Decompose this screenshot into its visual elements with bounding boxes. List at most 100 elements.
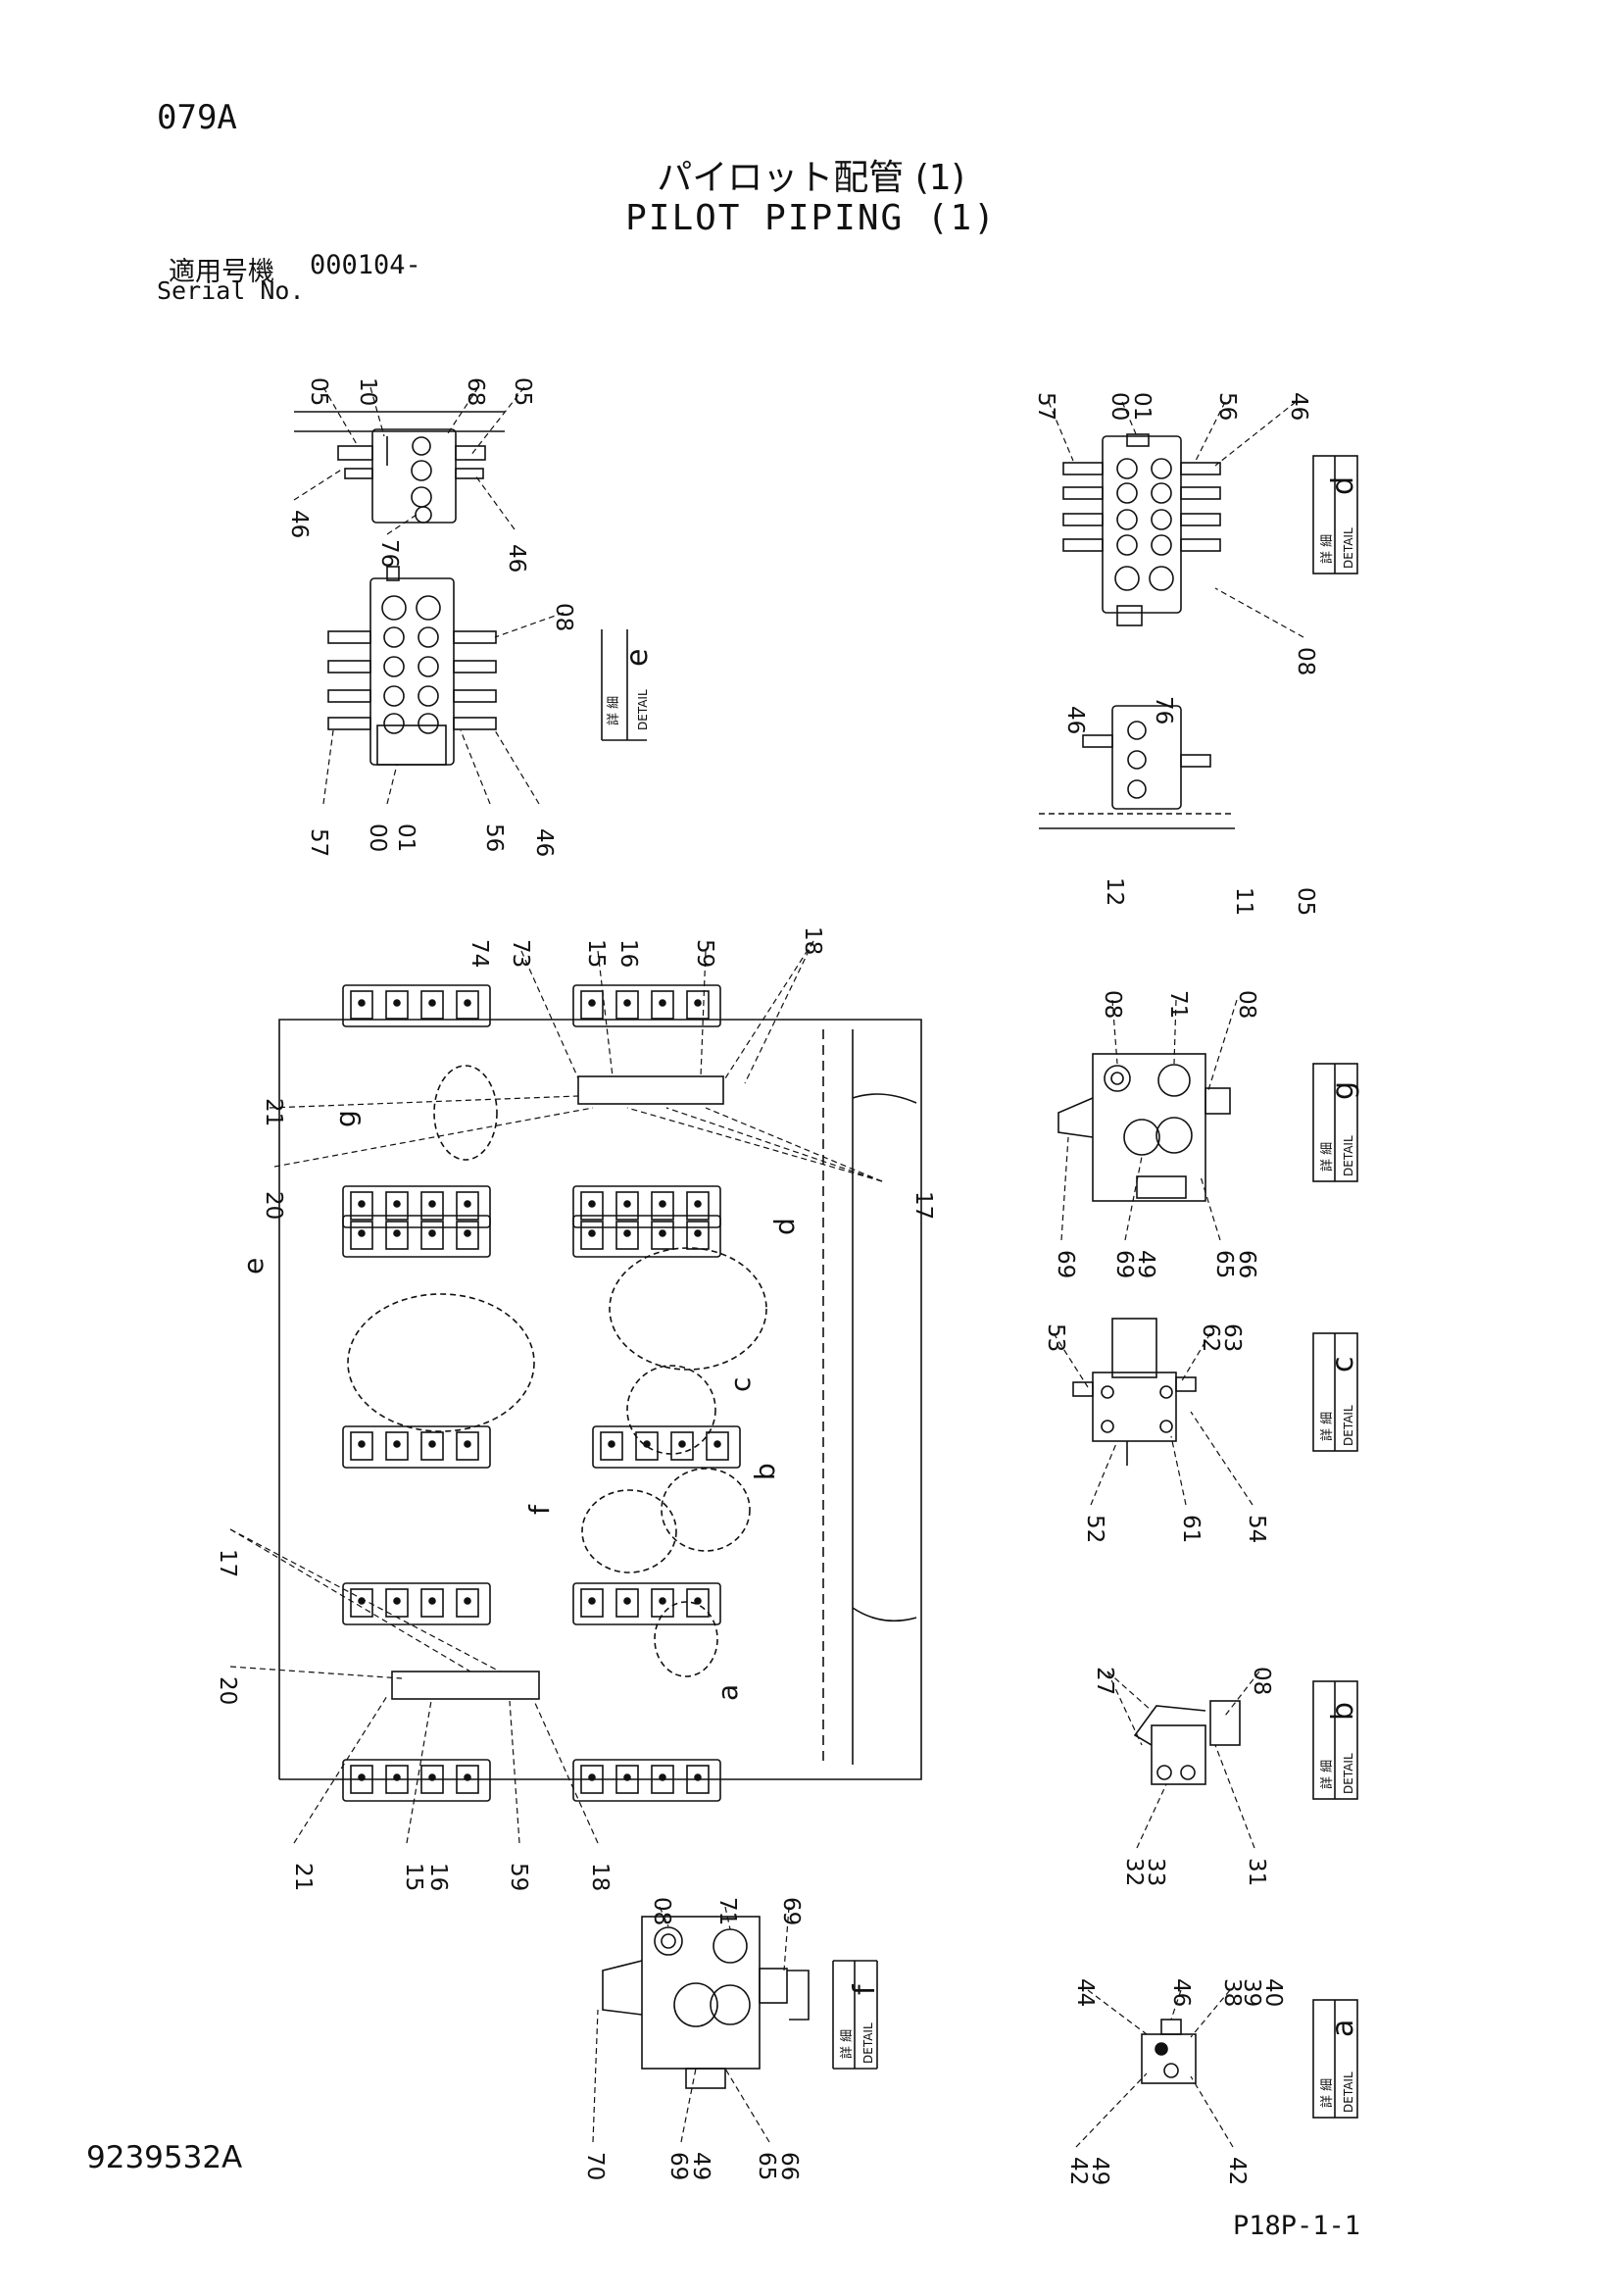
- page-reference: P18P-1-1: [1233, 2211, 1361, 2241]
- detail-e-en: DETAIL: [636, 689, 650, 730]
- detail-f-jp: 詳 細: [839, 2029, 855, 2059]
- document-number: 9239532A: [86, 2140, 243, 2175]
- callout-a_view-7: 42: [1224, 2157, 1250, 2185]
- detail-b-valve: [1133, 1700, 1241, 1785]
- callout-c_view-1: 62: [1198, 1323, 1223, 1352]
- callout-g_view-6: 65: [1211, 1250, 1237, 1278]
- callout-g_view-5: 49: [1133, 1250, 1158, 1278]
- detail-b-letter: b: [1326, 1702, 1360, 1721]
- callout-b_view-3: 33: [1143, 1858, 1168, 1886]
- callout-a_view-1: 46: [1168, 1978, 1194, 2007]
- circle-label-a: a: [712, 1684, 744, 1701]
- callout-d_view-5: 08: [1293, 647, 1318, 675]
- callout-side_view-0: 46: [1062, 706, 1088, 734]
- callout-e_view-3: 01: [393, 824, 418, 852]
- callout-d_view-4: 46: [1286, 392, 1311, 421]
- callout-f_view-1: 71: [714, 1897, 740, 1925]
- page-code: 079A: [157, 98, 237, 137]
- detail-box-d: 詳 細 DETAIL d: [1312, 455, 1360, 574]
- detail-e-jp: 詳 細: [606, 696, 621, 725]
- callout-f_view-3: 70: [582, 2152, 608, 2180]
- serial-label-english: Serial No.: [157, 276, 305, 305]
- detail-b-en: DETAIL: [1342, 1753, 1355, 1794]
- callout-e_view-1: 57: [306, 828, 331, 857]
- callout-c_view-3: 52: [1082, 1515, 1107, 1543]
- callout-main_bottom-0: 17: [215, 1549, 240, 1577]
- detail-box-a: 詳 細 DETAIL a: [1312, 1999, 1360, 2119]
- callout-e_view-0: 08: [551, 603, 576, 631]
- callout-d_view-0: 57: [1033, 392, 1058, 421]
- detail-c-valve: [1072, 1318, 1197, 1466]
- serial-value: 000104-: [310, 250, 421, 280]
- detail-box-b: 詳 細 DETAIL b: [1312, 1680, 1360, 1800]
- callout-main_top-6: 21: [261, 1098, 286, 1126]
- side-valve-view: [1039, 705, 1235, 829]
- callout-a_view-4: 40: [1260, 1978, 1286, 2007]
- callout-main_bottom-3: 15: [401, 1863, 426, 1891]
- detail-a-valve: [1141, 2019, 1197, 2084]
- callout-main_bottom-6: 18: [587, 1863, 613, 1891]
- title-english: PILOT PIPING (1): [625, 198, 997, 238]
- callout-e_view-2: 00: [365, 824, 390, 852]
- callout-a_view-6: 49: [1087, 2157, 1112, 2185]
- callout-main_bottom-2: 21: [290, 1863, 316, 1891]
- callout-side_view-2: 12: [1102, 877, 1127, 906]
- callout-topleft-3: 05: [510, 377, 535, 406]
- callout-a_view-5: 42: [1065, 2157, 1091, 2185]
- detail-box-g: 詳 細 DETAIL g: [1312, 1063, 1360, 1182]
- callout-a_view-3: 39: [1239, 1978, 1264, 2007]
- serial-label-japanese: 適用号機: [169, 257, 274, 287]
- topleft-valve-view: [294, 411, 505, 524]
- callout-main_bottom-1: 20: [215, 1676, 240, 1705]
- callout-e_view-5: 46: [531, 828, 557, 857]
- callout-main_top-2: 15: [583, 939, 609, 968]
- callout-c_view-0: 53: [1043, 1323, 1068, 1352]
- callout-b_view-0: 27: [1092, 1667, 1117, 1695]
- detail-e-valve-block: [327, 566, 497, 766]
- title-japanese: パイロット配管 (1): [657, 158, 965, 198]
- callout-b_view-1: 08: [1249, 1667, 1274, 1695]
- detail-g-letter: g: [1326, 1081, 1360, 1100]
- detail-g-en: DETAIL: [1342, 1135, 1355, 1176]
- detail-e-letter: e: [620, 649, 655, 667]
- callout-main_top-0: 74: [467, 939, 492, 968]
- detail-a-en: DETAIL: [1342, 2071, 1355, 2113]
- main-chassis-plan: [278, 984, 922, 1802]
- callout-main_top-1: 73: [508, 939, 533, 968]
- callout-f_view-2: 69: [778, 1897, 804, 1925]
- detail-d-jp: 詳 細: [1319, 534, 1335, 564]
- detail-d-en: DETAIL: [1342, 527, 1355, 569]
- circle-label-e: e: [237, 1258, 270, 1274]
- detail-box-f: 詳 細 DETAIL f: [832, 1960, 882, 2070]
- callout-main_top-5: 18: [800, 926, 825, 955]
- detail-g-valve: [1057, 1053, 1231, 1202]
- callout-a_view-0: 44: [1072, 1978, 1098, 2007]
- detail-c-jp: 詳 細: [1319, 1412, 1335, 1441]
- detail-d-letter: d: [1326, 476, 1360, 495]
- callout-f_view-6: 65: [754, 2152, 779, 2180]
- circle-label-c: c: [724, 1377, 757, 1392]
- callout-e_view-4: 56: [481, 824, 507, 852]
- callout-g_view-4: 69: [1111, 1250, 1137, 1278]
- callout-side_view-4: 05: [1293, 887, 1318, 916]
- detail-g-jp: 詳 細: [1319, 1142, 1335, 1172]
- callout-c_view-5: 54: [1244, 1515, 1269, 1543]
- callout-main_bottom-4: 16: [425, 1863, 451, 1891]
- callout-a_view-2: 38: [1219, 1978, 1245, 2007]
- callout-f_view-7: 66: [776, 2152, 802, 2180]
- callout-f_view-4: 69: [665, 2152, 691, 2180]
- circle-label-d: d: [768, 1218, 801, 1235]
- detail-d-valve-block: [1062, 433, 1221, 626]
- callout-topleft-1: 10: [355, 377, 380, 406]
- callout-c_view-4: 61: [1178, 1515, 1204, 1543]
- circle-label-g: g: [329, 1110, 362, 1127]
- circle-label-f: f: [523, 1504, 556, 1515]
- callout-topleft-5: 76: [376, 539, 402, 568]
- detail-b-jp: 詳 細: [1319, 1760, 1335, 1789]
- callout-main_top-7: 20: [261, 1191, 286, 1220]
- callout-g_view-3: 69: [1053, 1250, 1078, 1278]
- callout-g_view-1: 71: [1165, 990, 1191, 1019]
